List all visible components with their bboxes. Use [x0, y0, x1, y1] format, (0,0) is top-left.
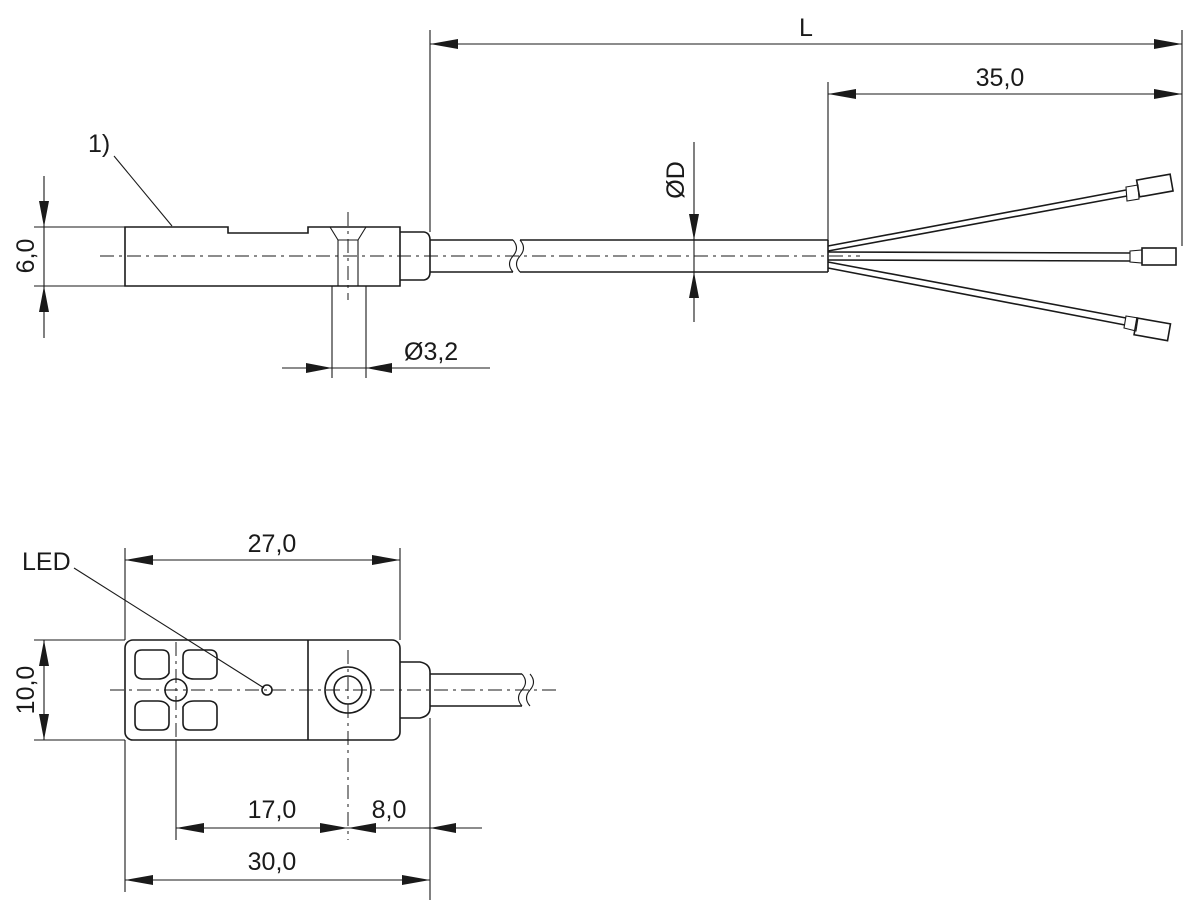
led-label: LED [22, 548, 71, 576]
dim-17-label: 17,0 [248, 796, 297, 824]
cable-top-break-right [525, 673, 535, 707]
top-view: LED 27,0 10,0 17,0 8,0 30,0 [12, 530, 560, 900]
dim-17-8-arrows [176, 823, 456, 833]
led-indicator [261, 684, 273, 696]
sensor-body-side [124, 226, 401, 287]
cable-break-right [515, 239, 525, 273]
wire-top [827, 173, 1174, 252]
dim-10-label: 10,0 [12, 666, 40, 715]
dim-6-arrows [39, 201, 49, 312]
cable-gland [400, 231, 431, 281]
dim-hole-arrows [306, 363, 392, 373]
wire-middle [827, 247, 1177, 266]
led-leader [73, 567, 265, 689]
dim-hole-label: Ø3,2 [404, 338, 458, 366]
dim-30-label: 30,0 [248, 848, 297, 876]
dim-10-arrows [39, 640, 49, 740]
dim-27-label: 27,0 [248, 530, 297, 558]
sensing-face [134, 642, 218, 760]
dim-6-label: 6,0 [12, 239, 40, 274]
dim-35-label: 35,0 [976, 64, 1025, 92]
dim-D-label: ØD [662, 161, 690, 199]
cable-break-left [508, 239, 518, 273]
side-view: L 35,0 ØD 6,0 Ø3,2 1) [12, 14, 1183, 378]
note-leader [113, 155, 173, 227]
sensor-body-top [124, 639, 401, 741]
cable-top-break-left [517, 673, 527, 707]
dim-27-arrows [125, 555, 400, 565]
dim-8-label: 8,0 [372, 796, 407, 824]
note-label: 1) [88, 130, 110, 158]
wire-bottom [827, 261, 1172, 342]
dim-L-label: L [799, 14, 813, 42]
cable-gland-top [400, 661, 431, 719]
dim-D-arrows [689, 214, 699, 298]
